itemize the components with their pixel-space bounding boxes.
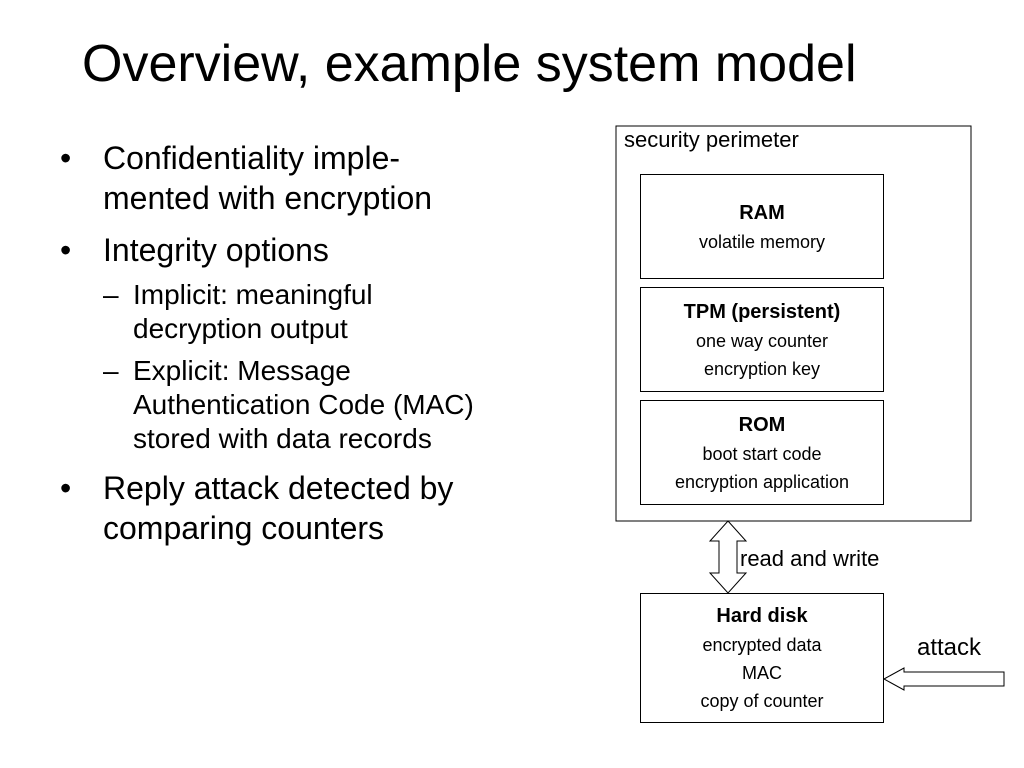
hard-disk-desc-line: MAC xyxy=(742,663,782,683)
rom-title: ROM xyxy=(738,413,786,436)
attack-label: attack xyxy=(917,634,982,661)
hard-disk-box: Hard disk encrypted data MAC copy of cou… xyxy=(640,593,884,723)
bullet-marker: • xyxy=(60,140,72,176)
rom-desc-line: boot start code xyxy=(702,443,822,464)
bullet-reply-attack: • Reply attack detected by comparing cou… xyxy=(60,468,570,548)
bullet-list: • Confidentiality imple- mented with enc… xyxy=(60,138,570,560)
sub-bullet-text-line: Implicit: meaningful xyxy=(133,279,373,310)
tpm-desc-line: one way counter xyxy=(695,330,829,351)
bullet-text-line: Confidentiality imple- xyxy=(103,140,401,176)
slide-title: Overview, example system model xyxy=(82,35,857,93)
sub-bullet-implicit: – Implicit: meaningful decryption output xyxy=(103,278,570,346)
sub-bullet-text-line: decryption output xyxy=(133,313,348,344)
hard-disk-desc-line: encrypted data xyxy=(702,635,822,655)
sub-bullet-explicit: – Explicit: Message Authentication Code … xyxy=(103,354,570,456)
ram-box: RAM volatile memory xyxy=(640,174,884,279)
bullet-text-line: mented with encryption xyxy=(103,180,433,216)
bullet-marker: • xyxy=(60,470,72,506)
security-perimeter-box xyxy=(615,125,972,522)
sub-bullet-list: – Implicit: meaningful decryption output… xyxy=(103,278,570,456)
security-perimeter-label: security perimeter xyxy=(624,127,799,152)
bullet-integrity: • Integrity options – Implicit: meaningf… xyxy=(60,230,570,456)
ram-title: RAM xyxy=(739,201,785,224)
sub-bullet-text-line: stored with data records xyxy=(133,423,432,454)
tpm-title: TPM (persistent) xyxy=(683,300,841,323)
bullet-text-line: Reply attack detected by xyxy=(103,470,454,506)
ram-desc: volatile memory xyxy=(698,231,826,252)
hard-disk-title: Hard disk xyxy=(716,605,808,627)
rom-box: ROM boot start code encryption applicati… xyxy=(640,400,884,505)
hard-disk-desc-line: copy of counter xyxy=(700,691,824,711)
bullet-text: Integrity options xyxy=(103,232,329,268)
sub-bullet-text-line: Explicit: Message xyxy=(133,355,351,386)
bullet-confidentiality: • Confidentiality imple- mented with enc… xyxy=(60,138,570,218)
bullet-marker: • xyxy=(60,232,72,268)
bullet-text-line: comparing counters xyxy=(103,510,385,546)
rom-desc-line: encryption application xyxy=(674,471,850,492)
sub-bullet-marker: – xyxy=(103,279,119,310)
attack-arrow-icon xyxy=(882,667,1005,691)
tpm-box: TPM (persistent) one way counter encrypt… xyxy=(640,287,884,392)
tpm-desc-line: encryption key xyxy=(703,358,821,379)
read-write-label: read and write xyxy=(740,546,880,571)
sub-bullet-marker: – xyxy=(103,355,119,386)
sub-bullet-text-line: Authentication Code (MAC) xyxy=(133,389,474,420)
